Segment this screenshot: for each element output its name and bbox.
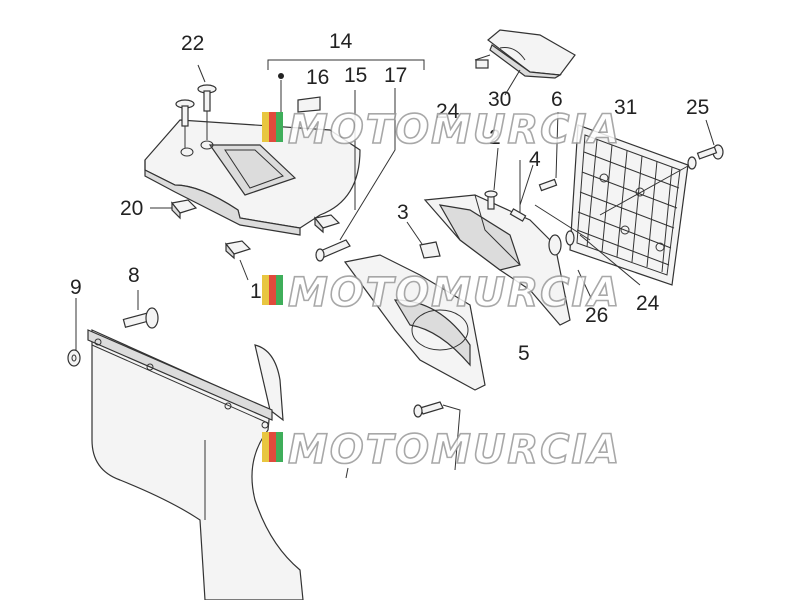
- screws-22: [175, 64, 217, 148]
- callout-25: 25: [686, 96, 709, 119]
- rear-bracket-plate: [144, 119, 361, 236]
- rivet-bottom: [345, 401, 461, 479]
- callout-6: 6: [551, 88, 563, 111]
- callout-2: 2: [489, 126, 501, 149]
- callout-9: 9: [70, 276, 82, 299]
- watermark-stripe-green: [276, 112, 283, 142]
- clips-20-18: [150, 199, 341, 281]
- callout-8: 8: [128, 264, 140, 287]
- callout-24-bottom: 24: [636, 292, 660, 315]
- tail-light-30: [474, 29, 576, 96]
- callout-labels: 22 14 16 15 17 30 24 6 31 25 2 4 20 3 18…: [70, 30, 709, 365]
- callout-30: 30: [488, 88, 511, 111]
- callout-20: 20: [120, 197, 143, 220]
- callout-17: 17: [384, 64, 407, 87]
- watermark-2: MOTOMURCIA: [262, 269, 621, 317]
- callout-15: 15: [344, 64, 367, 87]
- washer-9: [67, 298, 81, 367]
- callout-4: 4: [529, 148, 541, 171]
- screw-25: [599, 119, 724, 216]
- watermark-text: MOTOMURCIA: [288, 270, 621, 316]
- plate-holder-31: [569, 124, 689, 286]
- watermark-3: MOTOMURCIA: [262, 426, 621, 474]
- callout-22: 22: [181, 32, 204, 55]
- callout-14: 14: [329, 30, 353, 53]
- callout-3: 3: [397, 201, 409, 224]
- mud-flap: [87, 329, 304, 600]
- screw-8: [122, 290, 159, 329]
- watermark-text: MOTOMURCIA: [288, 107, 621, 153]
- light-housing-5: [423, 111, 641, 326]
- watermark-stripe-red: [269, 112, 276, 142]
- callout-16: 16: [306, 66, 329, 89]
- callout-26: 26: [585, 304, 608, 327]
- callout-31: 31: [614, 96, 637, 119]
- callout-5: 5: [518, 342, 530, 365]
- reflector-panel: [343, 221, 486, 391]
- callout-24-top: 24: [436, 100, 460, 123]
- group-bracket-14: [267, 59, 425, 262]
- watermark-text: MOTOMURCIA: [288, 427, 621, 473]
- watermark-stripe-yellow: [262, 112, 269, 142]
- watermark-1: MOTOMURCIA: [262, 106, 621, 154]
